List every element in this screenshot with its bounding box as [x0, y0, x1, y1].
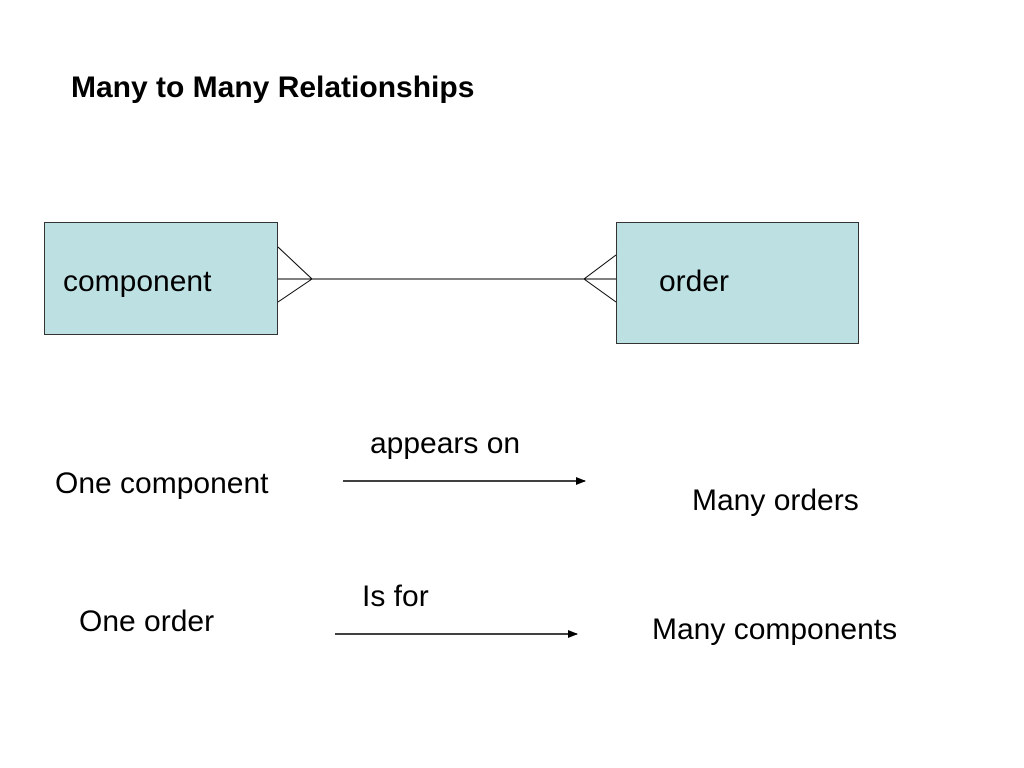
statement-1-object: Many orders [692, 484, 859, 517]
entity-order-label: order [659, 265, 730, 298]
entity-order-box [616, 222, 859, 344]
entity-component-box [44, 222, 278, 335]
statement-1-verb: appears on [370, 427, 521, 460]
entity-component-label: component [63, 265, 212, 298]
statement-2-object: Many components [652, 613, 898, 646]
statement-2-subject: One order [79, 605, 215, 638]
statement-2-verb: Is for [362, 580, 429, 613]
page-title: Many to Many Relationships [71, 71, 475, 104]
statement-1-subject: One component [55, 467, 269, 500]
crows-foot-left [277, 246, 313, 303]
crows-foot-right [583, 254, 617, 303]
